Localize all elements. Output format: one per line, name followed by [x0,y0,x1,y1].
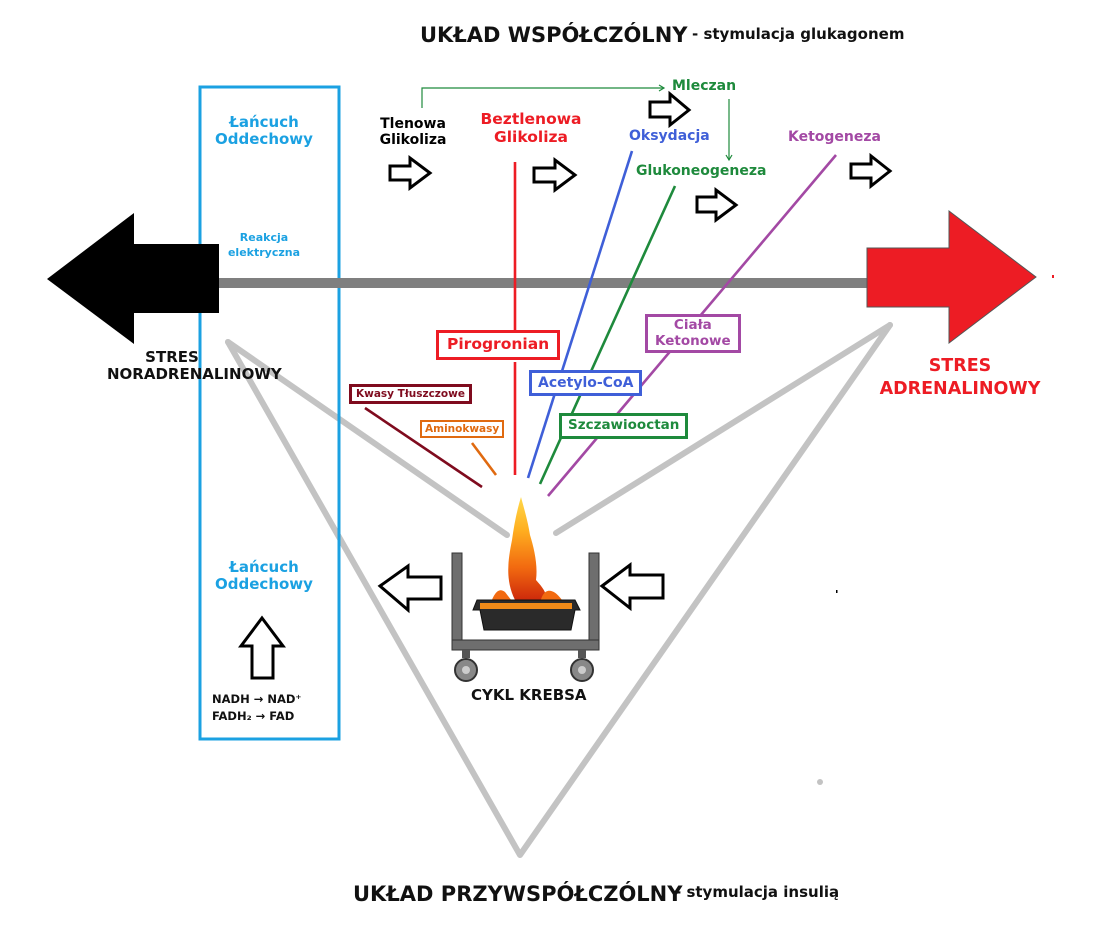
oxaloacetate-box: Szczawiooctan [559,413,689,439]
ketone-bodies-box: Ciała Ketonowe [645,314,741,354]
red-dot [1052,275,1054,278]
amino-acids-line [470,442,498,476]
noradrenaline-stress-label: STRES NORADRENALINOWY [107,348,282,384]
sympathetic-subtitle: - stymulacja glukagonem [692,25,905,43]
gray-dot [817,779,823,785]
arrow-right-icon [388,155,433,191]
fatty-acids-box: Kwasy Tłuszczowe [349,384,472,405]
parasympathetic-subtitle: - stymulacja insulią [675,883,840,901]
triangle-inner-right [553,322,893,536]
acetyl-coa-box: Acetylo-CoA [529,370,643,397]
arrow-right-icon [648,90,692,129]
krebs-cart-icon [451,497,600,682]
pyruvate-box: Pirogronian [436,330,561,360]
triangle-inner-left [225,339,510,538]
gray-triangle [225,322,893,858]
lactate-connector [421,84,733,162]
anaerobic-glycolysis-label: Beztlenowa Glikoliza [480,110,582,146]
respiratory-chain-bottom-label: Łańcuch Oddechowy [215,558,313,594]
krebs-cycle-label: CYKL KREBSA [471,686,587,704]
lactate-label: Mleczan [672,78,737,94]
arrow-left-icon [599,562,665,612]
nadh-reactions: NADH → NAD⁺ FADH₂ → FAD [212,692,302,723]
triangle-left-edge [225,322,893,858]
gluconeogenesis-label: Glukoneogeneza [636,163,767,179]
arrow-right-icon [532,157,578,193]
sympathetic-title: UKŁAD WSPÓŁCZÓLNY [420,23,688,47]
oxidation-line [526,150,634,479]
stress-axis-bar [218,278,870,288]
adrenaline-arrow-icon [866,209,1037,345]
respiratory-chain-top-label: Łańcuch Oddechowy [215,113,313,149]
noradrenaline-arrow-icon [47,213,219,344]
arrow-right-icon [849,152,893,190]
respiratory-chain-box [198,85,341,741]
oxidation-label: Oksydacja [629,128,710,144]
flame [508,497,547,605]
arrow-left-icon [377,563,443,614]
electric-reaction-label: Reakcja elektryczna [227,231,301,260]
aerobic-glycolysis-label: Tlenowa Glikoliza [379,116,447,149]
adrenaline-stress-label: STRES ADRENALINOWY [879,356,1041,399]
fatty-acids-line [364,406,483,489]
ketogenesis-label: Ketogeneza [788,129,881,145]
arrow-up-icon [238,615,286,680]
arrow-right-icon [695,187,739,223]
stray-dot [836,590,838,593]
amino-acids-box: Aminokwasy [420,420,505,439]
parasympathetic-title: UKŁAD PRZYWSPÓŁCZÓLNY [353,882,683,906]
